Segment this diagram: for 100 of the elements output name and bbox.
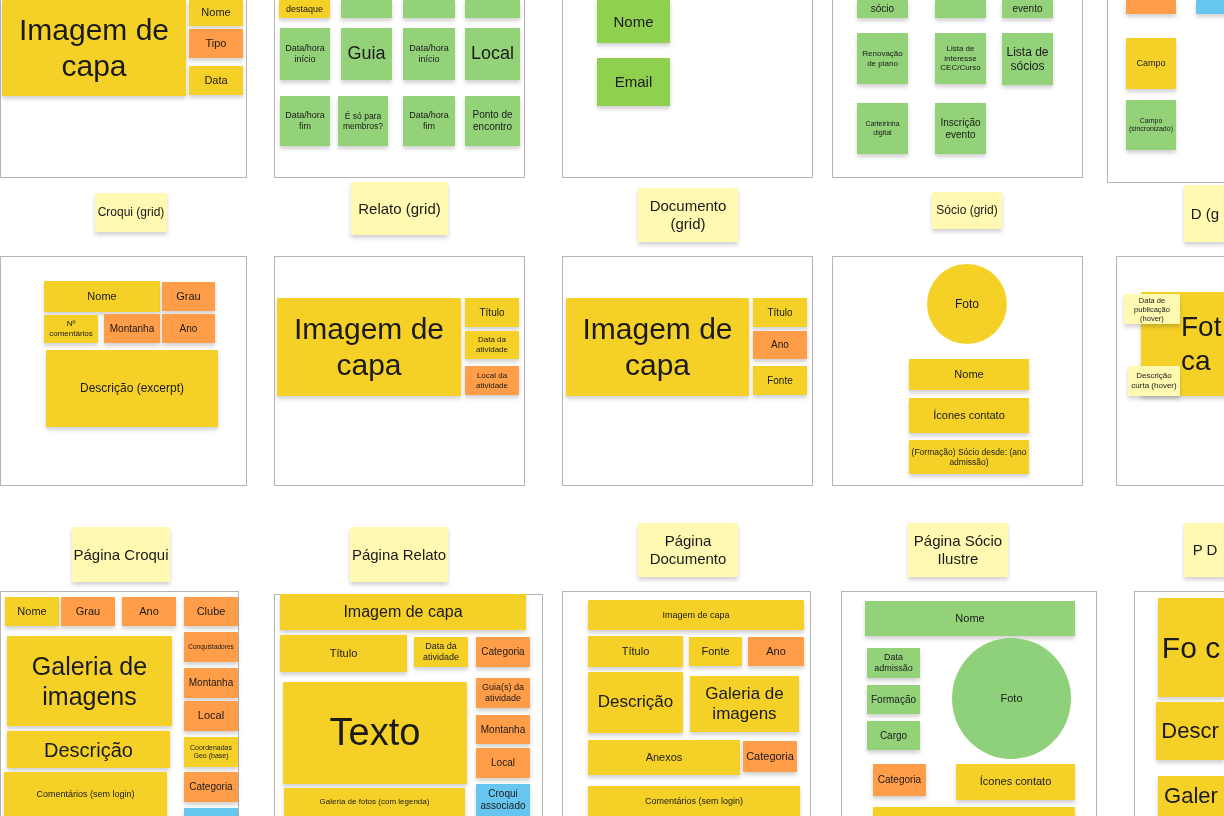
sticky-note: Local bbox=[184, 701, 238, 731]
sticky-note: Descr bbox=[1156, 702, 1224, 760]
sticky-note: evento bbox=[1002, 0, 1053, 18]
empty-sticky-note bbox=[403, 0, 455, 18]
frame bbox=[1134, 591, 1224, 816]
sticky-note: Data/hora início bbox=[280, 28, 330, 80]
sticky-note: Croqui associado bbox=[476, 784, 530, 816]
title-sticky-note: D (g bbox=[1184, 185, 1224, 242]
title-sticky-note: Página Documento bbox=[638, 523, 738, 577]
sticky-note: (Formação) Sócio desde: (ano admissão) bbox=[909, 440, 1029, 474]
sticky-note: Galer bbox=[1158, 776, 1224, 816]
sticky-note: Nome bbox=[909, 359, 1029, 390]
sticky-note: Galeria de imagens bbox=[690, 676, 799, 732]
sticky-note: Ícones contato bbox=[956, 764, 1075, 800]
title-sticky-note: Página Relato bbox=[350, 527, 448, 582]
sticky-note: Formação bbox=[867, 685, 920, 714]
sticky-note: destaque bbox=[279, 0, 330, 18]
sticky-note: Local bbox=[465, 28, 520, 80]
frame bbox=[562, 0, 813, 178]
sticky-note: Título bbox=[753, 298, 807, 327]
sticky-note: Data/hora fim bbox=[280, 96, 330, 146]
sticky-note: Categoria bbox=[743, 741, 797, 772]
title-sticky-note: Sócio (grid) bbox=[932, 192, 1002, 229]
frame bbox=[562, 591, 811, 816]
sticky-note: Título bbox=[465, 298, 519, 327]
empty-sticky-note bbox=[1196, 0, 1224, 14]
sticky-note: Data/hora início bbox=[403, 28, 455, 80]
sticky-note: Grau bbox=[162, 282, 215, 311]
sticky-note: Anexos bbox=[588, 740, 740, 775]
sticky-note: Descrição (excerpt) bbox=[46, 350, 218, 427]
sticky-note: Clube bbox=[184, 597, 238, 626]
sticky-note: Montanha bbox=[184, 668, 238, 698]
sticky-note: Galeria de fotos (com legenda) bbox=[284, 788, 465, 816]
frame bbox=[274, 594, 543, 816]
frame bbox=[0, 591, 239, 816]
sticky-note: Inscrição evento bbox=[935, 103, 986, 154]
sticky-note: Lista de interesse CEC/Curso bbox=[935, 33, 986, 84]
frame bbox=[0, 0, 247, 178]
title-sticky-note: Página Croqui bbox=[72, 527, 170, 582]
sticky-note: Nome bbox=[5, 597, 59, 626]
empty-sticky-note bbox=[1126, 0, 1176, 14]
sticky-note: Data admissão bbox=[867, 648, 920, 678]
sticky-note: Imagem de capa bbox=[280, 594, 526, 630]
sticky-note: Lista de sócios bbox=[1002, 33, 1053, 85]
sticky-note: Imagem de capa bbox=[2, 0, 186, 96]
sticky-note: Nº comentários bbox=[44, 315, 98, 343]
sticky-note: Imagem de capa bbox=[588, 600, 804, 630]
sticky-note: Local bbox=[476, 748, 530, 778]
frame bbox=[832, 256, 1083, 486]
sticky-note: Guia(s) da atividade bbox=[476, 678, 530, 708]
sticky-note: Ano bbox=[122, 597, 176, 626]
title-sticky-note: Página Sócio Ilustre bbox=[908, 523, 1008, 577]
empty-sticky-note bbox=[873, 807, 1075, 816]
sticky-note: Nome bbox=[189, 0, 243, 26]
sticky-note: Montanha bbox=[476, 715, 530, 744]
sticky-note: Galeria de imagens bbox=[7, 636, 172, 726]
empty-sticky-note bbox=[341, 0, 392, 18]
sticky-note: Comentários (sem login) bbox=[4, 772, 167, 816]
frame bbox=[1116, 256, 1224, 486]
sticky-note: Ícones contato bbox=[909, 398, 1029, 433]
sticky-note: Ano bbox=[748, 637, 804, 666]
title-sticky-note: Croqui (grid) bbox=[95, 193, 167, 232]
sticky-note: Data da atividade bbox=[465, 331, 519, 359]
sticky-note: Grau bbox=[61, 597, 115, 626]
sticky-note: Título bbox=[588, 636, 683, 667]
frame bbox=[832, 0, 1083, 178]
sticky-note: Comentários (sem login) bbox=[588, 786, 800, 816]
circle-note: Foto bbox=[927, 264, 1007, 344]
sticky-note: É só para membros? bbox=[338, 96, 388, 146]
frame bbox=[274, 0, 525, 178]
sticky-note: Ano bbox=[162, 314, 215, 343]
sticky-note: Categoria bbox=[476, 637, 530, 667]
sticky-note: Cargo bbox=[867, 721, 920, 750]
frame bbox=[841, 591, 1097, 816]
sticky-note: Campo bbox=[1126, 38, 1176, 89]
sticky-note: Nome bbox=[865, 601, 1075, 636]
sticky-note: Renovação de plano bbox=[857, 33, 908, 84]
sticky-note: Texto bbox=[283, 682, 467, 784]
sticky-note: Fo c bbox=[1158, 598, 1224, 697]
sticky-note: Email bbox=[597, 58, 670, 106]
sticky-note: Descrição bbox=[7, 731, 170, 768]
title-sticky-note: Relato (grid) bbox=[351, 182, 448, 235]
sticky-note: sócio bbox=[857, 0, 908, 18]
empty-sticky-note bbox=[935, 0, 986, 18]
sticky-note: Categoria bbox=[873, 764, 926, 796]
sticky-note: Ano bbox=[753, 331, 807, 359]
sticky-note: Fonte bbox=[689, 637, 742, 666]
sticky-note: Guia bbox=[341, 28, 392, 80]
sticky-note: Título bbox=[280, 635, 407, 672]
title-sticky-note: Documento (grid) bbox=[638, 188, 738, 242]
sticky-note: Tipo bbox=[189, 29, 243, 58]
sticky-note: Data/hora fim bbox=[403, 96, 455, 146]
frame bbox=[274, 256, 525, 486]
frame bbox=[1107, 0, 1224, 183]
sticky-note: Local da atividade bbox=[465, 366, 519, 395]
sticky-note: Descrição bbox=[588, 672, 683, 733]
frame bbox=[0, 256, 247, 486]
title-sticky-note: P D bbox=[1184, 523, 1224, 577]
sticky-note: Nome bbox=[44, 281, 160, 312]
frame bbox=[562, 256, 813, 486]
